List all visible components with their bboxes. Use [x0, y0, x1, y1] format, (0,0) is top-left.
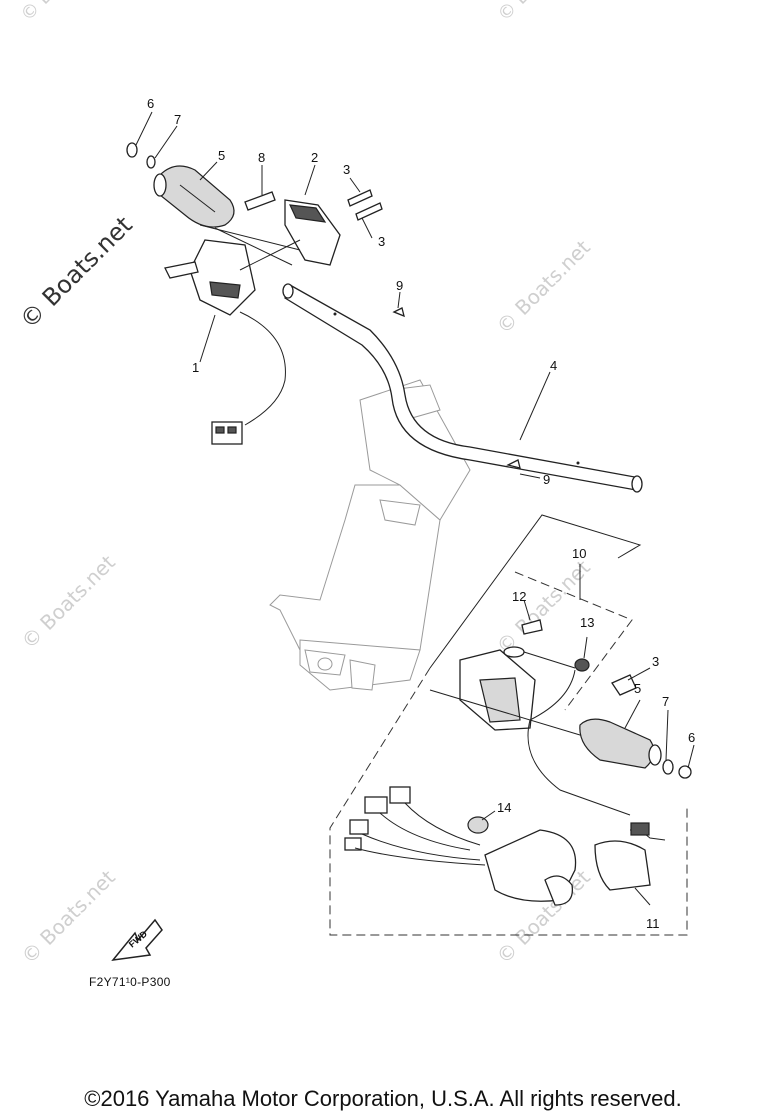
callout-14: 14: [497, 800, 511, 815]
handlebar: [282, 283, 643, 493]
wiring-harness: [344, 786, 666, 906]
watermark: © Boats.net: [492, 235, 595, 338]
callout-4: 4: [550, 358, 557, 373]
callout-9: 9: [543, 472, 550, 487]
callout-3: 3: [652, 654, 659, 669]
watermark: © Boats.net: [492, 555, 595, 658]
steering-column: [269, 379, 471, 691]
reference-code: F2Y71¹0-P300: [89, 975, 171, 989]
left-grip: [153, 165, 235, 228]
watermark: © Boats.net: [494, 0, 586, 26]
washer-left: [126, 142, 156, 169]
bolts: [244, 189, 521, 469]
watermark: © Boats.net: [17, 0, 109, 26]
callout-11: 11: [646, 916, 660, 931]
callout-7: 7: [662, 694, 669, 709]
callout-12: 12: [512, 589, 526, 604]
callout-8: 8: [258, 150, 265, 165]
right-grip: [579, 674, 692, 779]
copyright-notice: ©2016 Yamaha Motor Corporation, U.S.A. A…: [84, 1086, 682, 1111]
callout-7: 7: [174, 112, 181, 127]
callout-3: 3: [378, 234, 385, 249]
callouts: 6 7 5 8 2 3 3 1 9 4 9 10 12 13 3 5 7 6 1…: [147, 96, 695, 931]
left-switch: [164, 239, 286, 445]
callout-3: 3: [343, 162, 350, 177]
section-frame: [329, 514, 688, 936]
watermark: © Boats.net: [14, 211, 137, 334]
callout-10: 10: [572, 546, 586, 561]
callout-6: 6: [688, 730, 695, 745]
leader-lines-upper: [135, 111, 551, 479]
right-switch-assembly: [429, 619, 631, 816]
fwd-arrow: FWD: [111, 918, 163, 961]
handlebar-clamp: [284, 199, 341, 266]
leader-lines-lower: [481, 564, 695, 906]
callout-13: 13: [580, 615, 594, 630]
callout-1: 1: [192, 360, 199, 375]
watermark: © Boats.net: [17, 865, 120, 968]
callout-2: 2: [311, 150, 318, 165]
watermark: © Boats.net: [17, 550, 120, 653]
callout-5: 5: [218, 148, 225, 163]
callout-5: 5: [634, 681, 641, 696]
watermarks: © Boats.net © Boats.net © Boats.net © Bo…: [14, 0, 594, 969]
callout-6: 6: [147, 96, 154, 111]
callout-9: 9: [396, 278, 403, 293]
